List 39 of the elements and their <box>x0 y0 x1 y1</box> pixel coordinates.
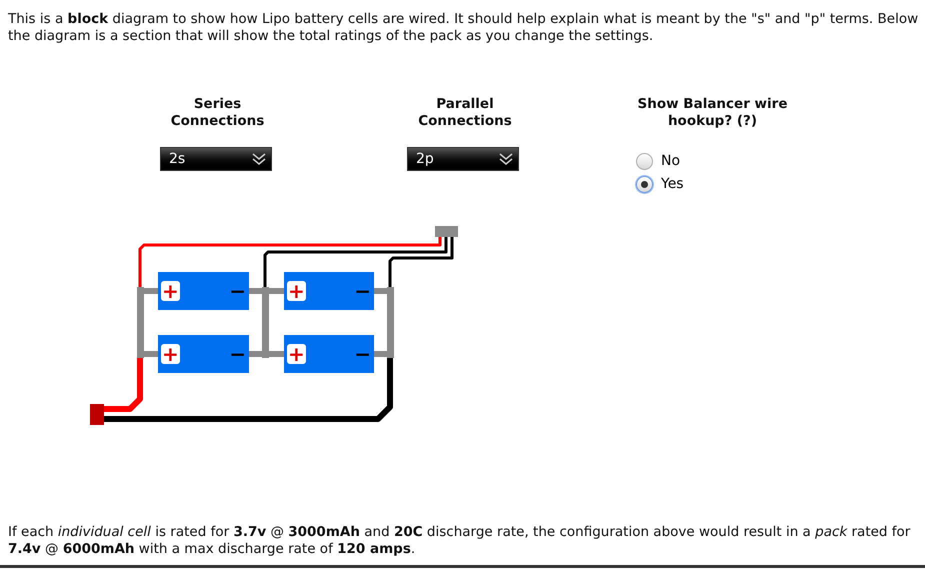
balancer-plug <box>435 226 458 237</box>
wire <box>374 288 387 294</box>
battery-cell <box>158 335 249 373</box>
bus-bar <box>137 287 144 358</box>
field-label: Series Connections <box>170 96 266 130</box>
intro-text: This is a block diagram to show how Lipo battery cells are wired. It should help explain what is meant by the "s" and "p" terms. Below the diagram is a section that will show the total ratings of the pack as you change the settings. <box>8 11 920 45</box>
negative-terminal-sign: − <box>229 344 246 364</box>
wire <box>249 288 262 294</box>
wire <box>144 288 158 294</box>
wire <box>104 358 143 412</box>
bus-bar <box>387 287 394 358</box>
negative-terminal-sign: − <box>354 344 371 364</box>
wire <box>104 358 393 422</box>
wire <box>269 351 284 357</box>
bus-bar <box>262 287 269 358</box>
wire <box>249 351 262 357</box>
positive-terminal-sign: + <box>161 344 180 364</box>
wire <box>264 237 448 287</box>
dropdown-select: 2s <box>160 147 272 171</box>
battery-cell <box>158 272 249 310</box>
positive-terminal-sign: + <box>287 281 306 301</box>
dropdown-select: 2p <box>407 147 519 171</box>
wire <box>374 351 387 357</box>
field-label: Parallel Connections <box>417 96 513 130</box>
option-label: Yes <box>661 175 684 194</box>
battery-cell <box>284 272 374 310</box>
option-label: No <box>661 152 680 171</box>
result-text: If each individual cell is rated for 3.7v @ 3000mAh and 20C discharge rate, the configuration above would result in a pack rated for 7.4v @ 6000mAh with a max discharge rate of 120 amps. <box>8 524 912 558</box>
positive-terminal-sign: + <box>161 281 180 301</box>
negative-terminal-sign: − <box>354 281 371 301</box>
wire <box>269 288 284 294</box>
wire <box>144 351 158 357</box>
field-label: Show Balancer wire hookup? (?) <box>636 96 788 130</box>
wire <box>138 237 442 287</box>
connector-plug <box>90 404 104 425</box>
negative-terminal-sign: − <box>229 281 246 301</box>
positive-terminal-sign: + <box>287 344 306 364</box>
wire <box>388 237 454 287</box>
battery-cell <box>284 335 374 373</box>
